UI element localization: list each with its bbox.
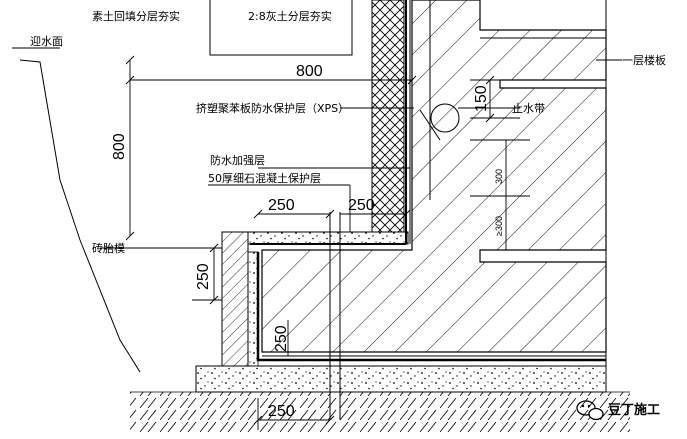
- dim-800-vertical: 800: [111, 133, 128, 160]
- joint-lines: [329, 0, 441, 420]
- dim-250-left-vertical: 250: [195, 263, 212, 290]
- earth-ground: [130, 392, 630, 432]
- concrete-cushion: [195, 365, 607, 393]
- brick-mold-inner: [247, 251, 259, 367]
- leader-lines: [12, 47, 622, 249]
- wechat-icon: [576, 400, 604, 421]
- dim-250-inner-vertical: 250: [273, 325, 290, 352]
- watermark: 豆丁施工: [576, 400, 660, 421]
- xps-board: [371, 0, 405, 233]
- label-backfill-28: 2:8灰土分层夯实: [248, 9, 332, 23]
- protective-layer-top: [247, 231, 409, 245]
- dim-150: 150: [473, 85, 490, 112]
- watermark-text: 豆丁施工: [608, 402, 660, 418]
- dim-800-horizontal: 800: [296, 63, 323, 80]
- label-concrete-protect: 50厚细石混凝土保护层: [208, 171, 321, 185]
- label-floor-slab: 一层楼板: [622, 53, 666, 67]
- label-water-side: 迎水面: [30, 35, 63, 48]
- label-waterstop: 止水带: [512, 102, 545, 115]
- dim-250-top-left: 250: [268, 197, 295, 214]
- label-brick-mold: 砖胎模: [92, 241, 125, 255]
- label-backfill-left: 素土回填分层夯实: [92, 9, 180, 23]
- waterstop-circle: [430, 103, 460, 133]
- label-waterproof-reinforce: 防水加强层: [210, 153, 265, 167]
- dimension-lines: [125, 55, 530, 430]
- label-xps-layer: 挤塑聚苯板防水保护层（XPS）: [196, 101, 349, 115]
- dim-250-top-right: 250: [348, 197, 375, 214]
- dim-250-bottom: 250: [268, 403, 295, 420]
- brick-mold: [221, 231, 249, 367]
- excavation-slope: [19, 59, 141, 373]
- dim-300: 300: [494, 169, 504, 184]
- dim-300-min: ≥300: [494, 216, 504, 236]
